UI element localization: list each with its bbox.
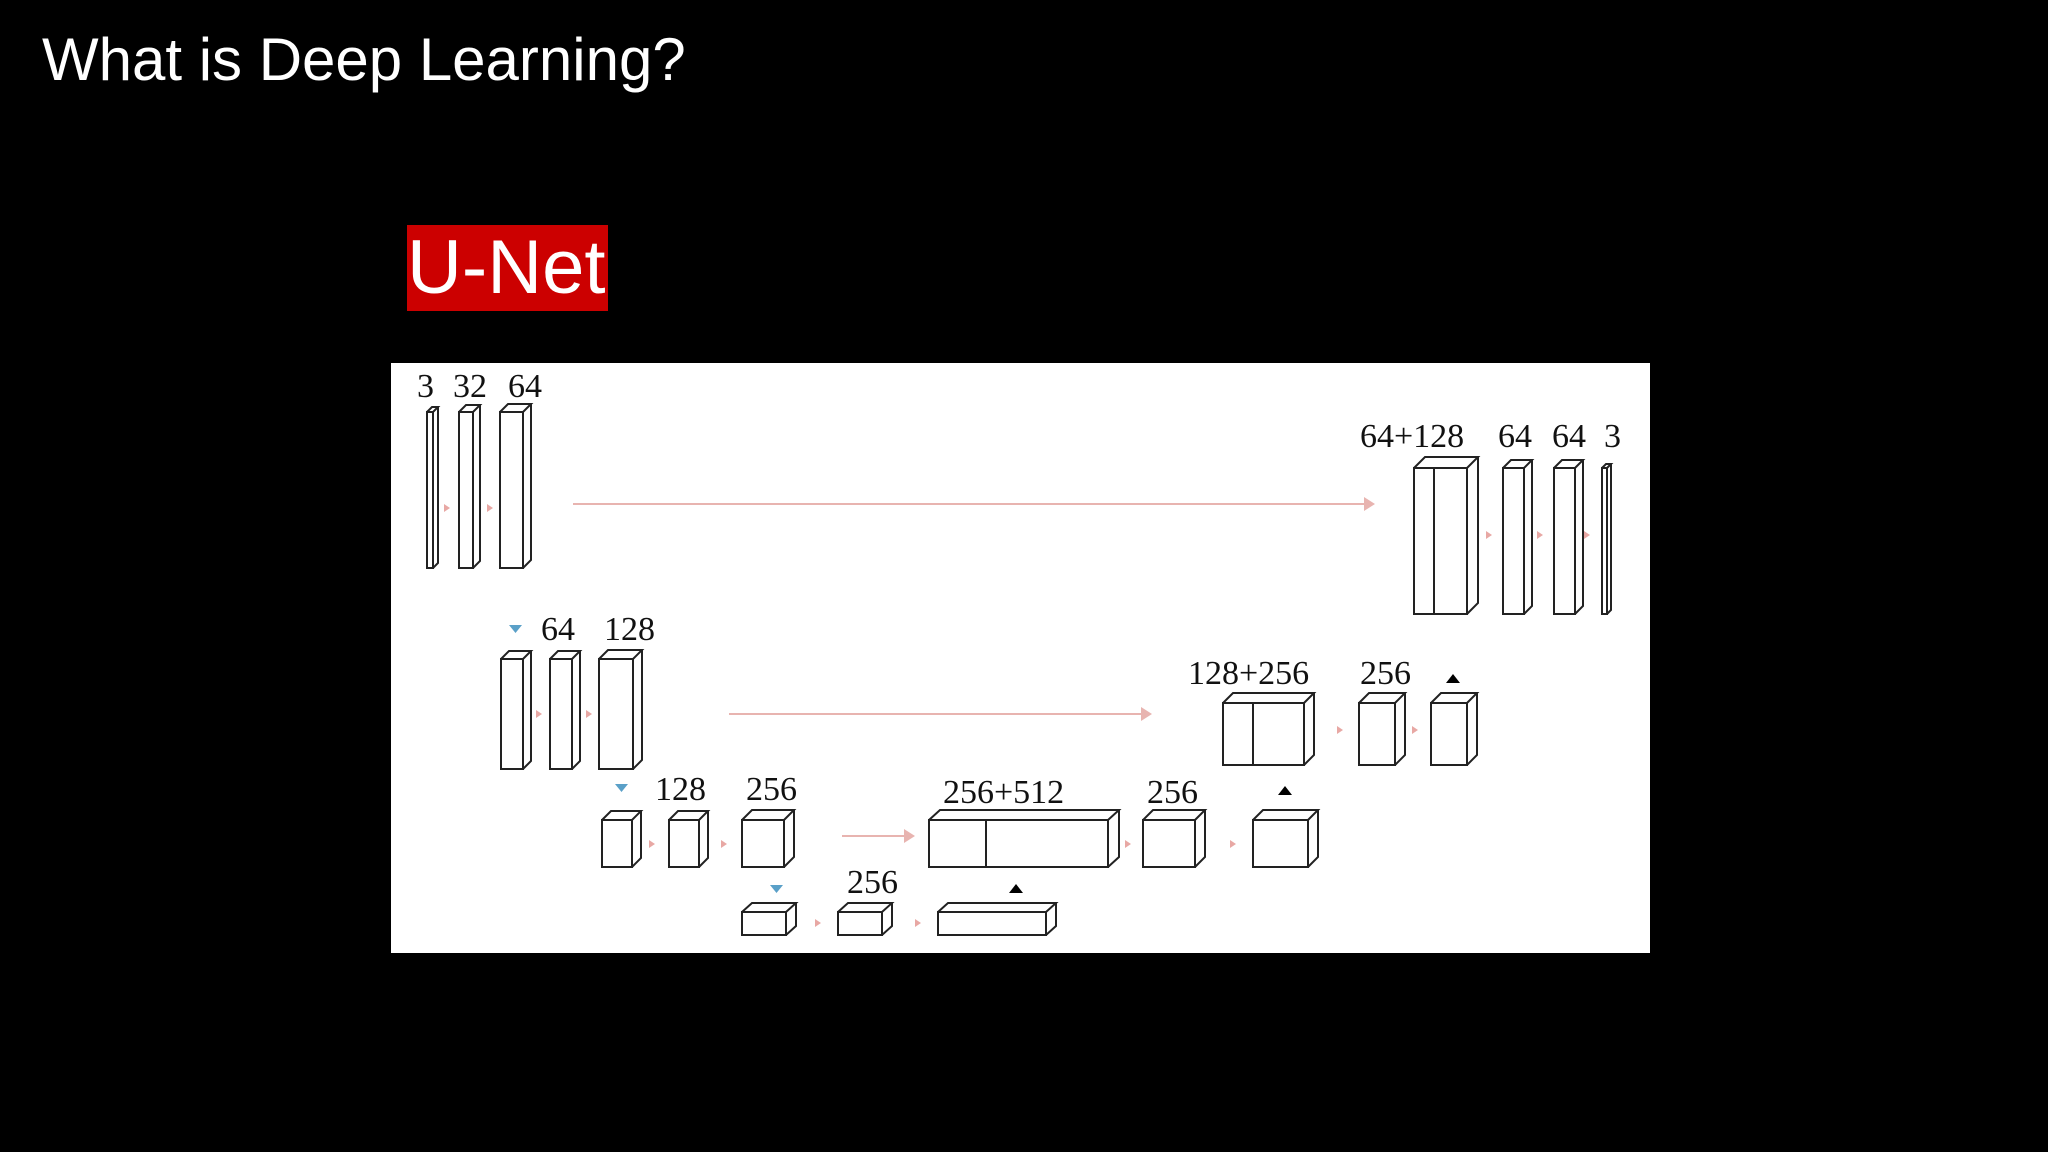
block-r3-256 (1142, 809, 1208, 868)
label-l3-128: 128 (655, 771, 706, 808)
upsample-markers (1009, 674, 1460, 893)
block-l1-32 (458, 404, 483, 569)
block-r2-256 (1358, 692, 1408, 766)
conv-arrow (444, 504, 450, 512)
block-l1-64 (499, 403, 534, 569)
block-l3-128b (668, 810, 711, 868)
label-l2-64: 64 (541, 611, 575, 648)
label-l1-64: 64 (508, 368, 542, 405)
label-l2-128: 128 (604, 611, 655, 648)
block-r1-64a (1502, 459, 1535, 615)
channel-labels: 3 32 64 64 128 128 256 256 256+512 256 1… (417, 368, 1621, 901)
unet-diagram-svg: 3 32 64 64 128 128 256 256 256+512 256 1… (417, 368, 1621, 936)
block-l4-c (937, 902, 1059, 936)
skip-arrowhead-l1 (1364, 497, 1375, 511)
conv-arrow (915, 919, 921, 927)
conv-arrow (1537, 531, 1543, 539)
block-l4-a (741, 902, 799, 936)
block-l3-128a (601, 810, 644, 868)
slide-title: What is Deep Learning? (42, 26, 686, 93)
unet-label: U-Net (407, 225, 606, 310)
conv-arrow (1486, 531, 1492, 539)
block-r2-up (1430, 692, 1480, 766)
pool-marker (770, 885, 783, 893)
upsample-marker (1278, 786, 1292, 795)
conv-arrow (586, 710, 592, 718)
block-r1-3 (1601, 463, 1614, 615)
label-r3-256: 256 (1147, 774, 1198, 811)
unet-diagram: 3 32 64 64 128 128 256 256 256+512 256 1… (391, 363, 1650, 953)
block-l4-b (837, 902, 895, 936)
conv-arrow (1584, 531, 1590, 539)
block-r2-cat (1222, 692, 1317, 766)
conv-arrow (1125, 840, 1131, 848)
block-l2-64b (549, 650, 583, 770)
block-l2-128 (598, 649, 645, 770)
conv-arrow (1230, 840, 1236, 848)
label-r1-3: 3 (1604, 418, 1621, 455)
skip-arrowhead-l3 (904, 829, 915, 843)
block-r1-64b (1553, 459, 1586, 615)
label-l1-32: 32 (453, 368, 487, 405)
pool-marker (509, 625, 522, 633)
label-l4-256: 256 (847, 864, 898, 901)
block-r1-cat (1413, 456, 1481, 615)
unet-label-box: U-Net (407, 225, 608, 311)
conv-arrows (444, 504, 1590, 927)
upsample-marker (1446, 674, 1460, 683)
block-r3-up (1252, 809, 1321, 868)
skip-connections (573, 497, 1375, 843)
block-l2-64a (500, 650, 534, 770)
conv-arrow (1337, 726, 1343, 734)
label-l3-256: 256 (746, 771, 797, 808)
label-l1-3: 3 (417, 368, 434, 405)
skip-arrowhead-l2 (1141, 707, 1152, 721)
label-r1-64a: 64 (1498, 418, 1532, 455)
label-r1-cat: 64+128 (1360, 418, 1464, 455)
block-l1-3 (426, 406, 441, 569)
conv-arrow (815, 919, 821, 927)
blocks (426, 403, 1614, 936)
pool-markers (509, 625, 783, 893)
block-r3-cat (928, 809, 1122, 868)
conv-arrow (649, 840, 655, 848)
block-l3-256 (741, 809, 797, 868)
pool-marker (615, 784, 628, 792)
label-r1-64b: 64 (1552, 418, 1586, 455)
label-r2-cat: 128+256 (1188, 655, 1309, 692)
conv-arrow (721, 840, 727, 848)
label-r2-256: 256 (1360, 655, 1411, 692)
conv-arrow (536, 710, 542, 718)
label-r3-cat: 256+512 (943, 774, 1064, 811)
upsample-marker (1009, 884, 1023, 893)
conv-arrow (1412, 726, 1418, 734)
conv-arrow (487, 504, 493, 512)
